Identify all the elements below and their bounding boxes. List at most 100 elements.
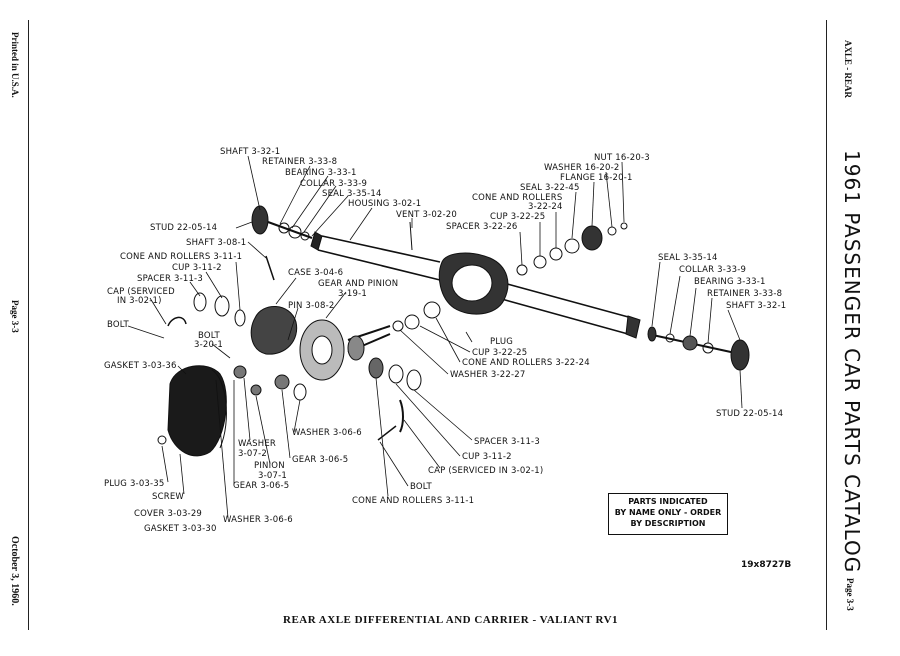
- shaft-308: [265, 255, 275, 281]
- parts-note-box: PARTS INDICATED BY NAME ONLY - ORDER BY …: [608, 493, 728, 535]
- label-retainer-left: RETAINER 3-33-8: [262, 157, 338, 167]
- label-pinion-2: 3-07-1: [258, 471, 287, 481]
- label-cap-left-1: CAP (SERVICED: [107, 287, 175, 297]
- label-plug-335: PLUG 3-03-35: [104, 479, 165, 489]
- differential-case: [250, 306, 298, 355]
- revision-date: October 3, 1960.: [9, 536, 20, 606]
- label-gear-365-b: GEAR 3-06-5: [233, 481, 290, 491]
- leader-lines: [127, 155, 743, 519]
- label-washer-162: WASHER 16-20-2: [544, 163, 620, 173]
- label-shaft-right: SHAFT 3-32-1: [726, 301, 787, 311]
- housing-right-end: [625, 315, 641, 339]
- label-cup-225: CUP 3-22-25: [490, 212, 546, 222]
- label-spacer-226: SPACER 3-22-26: [446, 222, 518, 232]
- pinion-cone-front: [423, 301, 441, 319]
- label-washer-366-a: WASHER 3-06-6: [292, 428, 362, 438]
- right-cap: [399, 399, 404, 433]
- label-housing: HOUSING 3-02-1: [348, 199, 422, 209]
- left-collar: [300, 231, 310, 241]
- label-pin: PIN 3-08-2: [288, 301, 335, 311]
- cover-gasket: [211, 369, 227, 449]
- pinion-washer-front: [392, 320, 404, 332]
- label-seal-right: SEAL 3-35-14: [658, 253, 718, 263]
- label-vent: VENT 3-02-20: [396, 210, 458, 220]
- label-shaft-left: SHAFT 3-32-1: [220, 147, 281, 157]
- label-nut: NUT 16-20-3: [594, 153, 650, 163]
- pinion-bearing: [549, 247, 563, 261]
- label-cone-rollers-224-b: CONE AND ROLLERS 3-22-24: [462, 358, 590, 368]
- label-gear-365-a: GEAR 3-06-5: [292, 455, 349, 465]
- side-gear-b: [274, 374, 290, 390]
- thrust-washer-a: [293, 383, 307, 401]
- housing-left-flange: [310, 231, 323, 251]
- label-plug: PLUG: [490, 337, 514, 347]
- label-spacer-313: SPACER 3-11-3: [474, 437, 540, 447]
- label-bolt-right: BOLT: [410, 482, 432, 492]
- note-line-2: BY NAME ONLY - ORDER: [614, 508, 722, 517]
- label-washer-227: WASHER 3-22-27: [450, 370, 526, 380]
- right-bearing-cup: [388, 364, 404, 384]
- label-case: CASE 3-04-6: [288, 268, 344, 278]
- pinion-cup: [533, 255, 547, 269]
- fill-plug: [157, 435, 167, 445]
- vent-line: [409, 221, 413, 251]
- right-bolt: [377, 425, 397, 441]
- right-bearing-cone: [368, 357, 384, 379]
- label-cone-rollers-left: CONE AND ROLLERS 3-11-1: [120, 252, 243, 262]
- right-bearing: [682, 335, 698, 351]
- label-flange: FLANGE 16-20-1: [560, 173, 633, 183]
- left-margin-rule: [28, 20, 29, 630]
- left-bearing: [288, 225, 302, 239]
- label-washer-366-b: WASHER 3-06-6: [223, 515, 293, 525]
- label-cup-left: CUP 3-11-2: [172, 263, 222, 273]
- label-bolt-left: BOLT: [107, 320, 129, 330]
- figure-reference-number: 19x8727B: [741, 560, 792, 570]
- pinion-head: [347, 335, 365, 361]
- left-bearing-cone: [214, 295, 230, 317]
- label-cone-rollers-right-1: CONE AND ROLLERS: [472, 193, 563, 203]
- label-bearing-left: BEARING 3-33-1: [285, 168, 357, 178]
- label-cone-rollers-right-2: 3-22-24: [528, 202, 563, 212]
- rear-cover: [167, 365, 227, 457]
- label-bearing-right: BEARING 3-33-1: [694, 277, 766, 287]
- right-spacer: [406, 369, 422, 391]
- label-spacer-left: SPACER 3-11-3: [137, 274, 203, 284]
- label-washer-372-2: 3-07-2: [238, 449, 267, 459]
- right-margin-rule: [826, 20, 827, 630]
- label-washer-372-1: WASHER: [238, 439, 277, 449]
- left-page-number: Page 3-3: [10, 300, 20, 333]
- left-cap: [167, 316, 187, 327]
- side-pinion: [250, 384, 262, 396]
- label-cup-225-b: CUP 3-22-25: [472, 348, 528, 358]
- label-gasket-336: GASKET 3-03-36: [104, 361, 177, 371]
- pinion-spacer: [516, 264, 528, 276]
- left-bearing-cup: [193, 292, 207, 312]
- label-bolt-320-1: BOLT: [198, 331, 220, 341]
- label-cap-left-2: IN 3-02-1): [117, 296, 162, 306]
- label-cup-312: CUP 3-11-2: [462, 452, 512, 462]
- label-screw: SCREW: [152, 492, 185, 502]
- printed-in-usa: Printed in U.S.A.: [10, 32, 20, 98]
- right-seal: [647, 326, 657, 342]
- pinion-washer: [607, 226, 617, 236]
- left-shaft-flange: [251, 205, 269, 235]
- pinion-seal: [564, 238, 580, 254]
- label-gear-pinion-2: 3-19-1: [338, 289, 367, 299]
- note-line-1: PARTS INDICATED: [628, 497, 708, 506]
- catalog-title: 1961 PASSENGER CAR PARTS CATALOG: [840, 150, 864, 574]
- section-title: AXLE - REAR: [843, 40, 853, 99]
- label-retainer-right: RETAINER 3-33-8: [707, 289, 783, 299]
- label-pinion-1: PINION: [254, 461, 285, 471]
- label-bolt-320-2: 3-20-1: [194, 340, 223, 350]
- ring-gear-center: [311, 335, 333, 365]
- axle-housing-tube: [317, 235, 633, 335]
- label-gasket-330: GASKET 3-03-30: [144, 524, 217, 534]
- pinion-cup-front: [404, 314, 420, 330]
- label-stud-left: STUD 22-05-14: [150, 223, 218, 233]
- label-gear-pinion-1: GEAR AND PINION: [318, 279, 399, 289]
- label-cover: COVER 3-03-29: [134, 509, 203, 519]
- label-seal-245: SEAL 3-22-45: [520, 183, 580, 193]
- left-shaft: [267, 221, 313, 239]
- label-shaft-308: SHAFT 3-08-1: [186, 238, 247, 248]
- label-seal-left: SEAL 3-35-14: [322, 189, 382, 199]
